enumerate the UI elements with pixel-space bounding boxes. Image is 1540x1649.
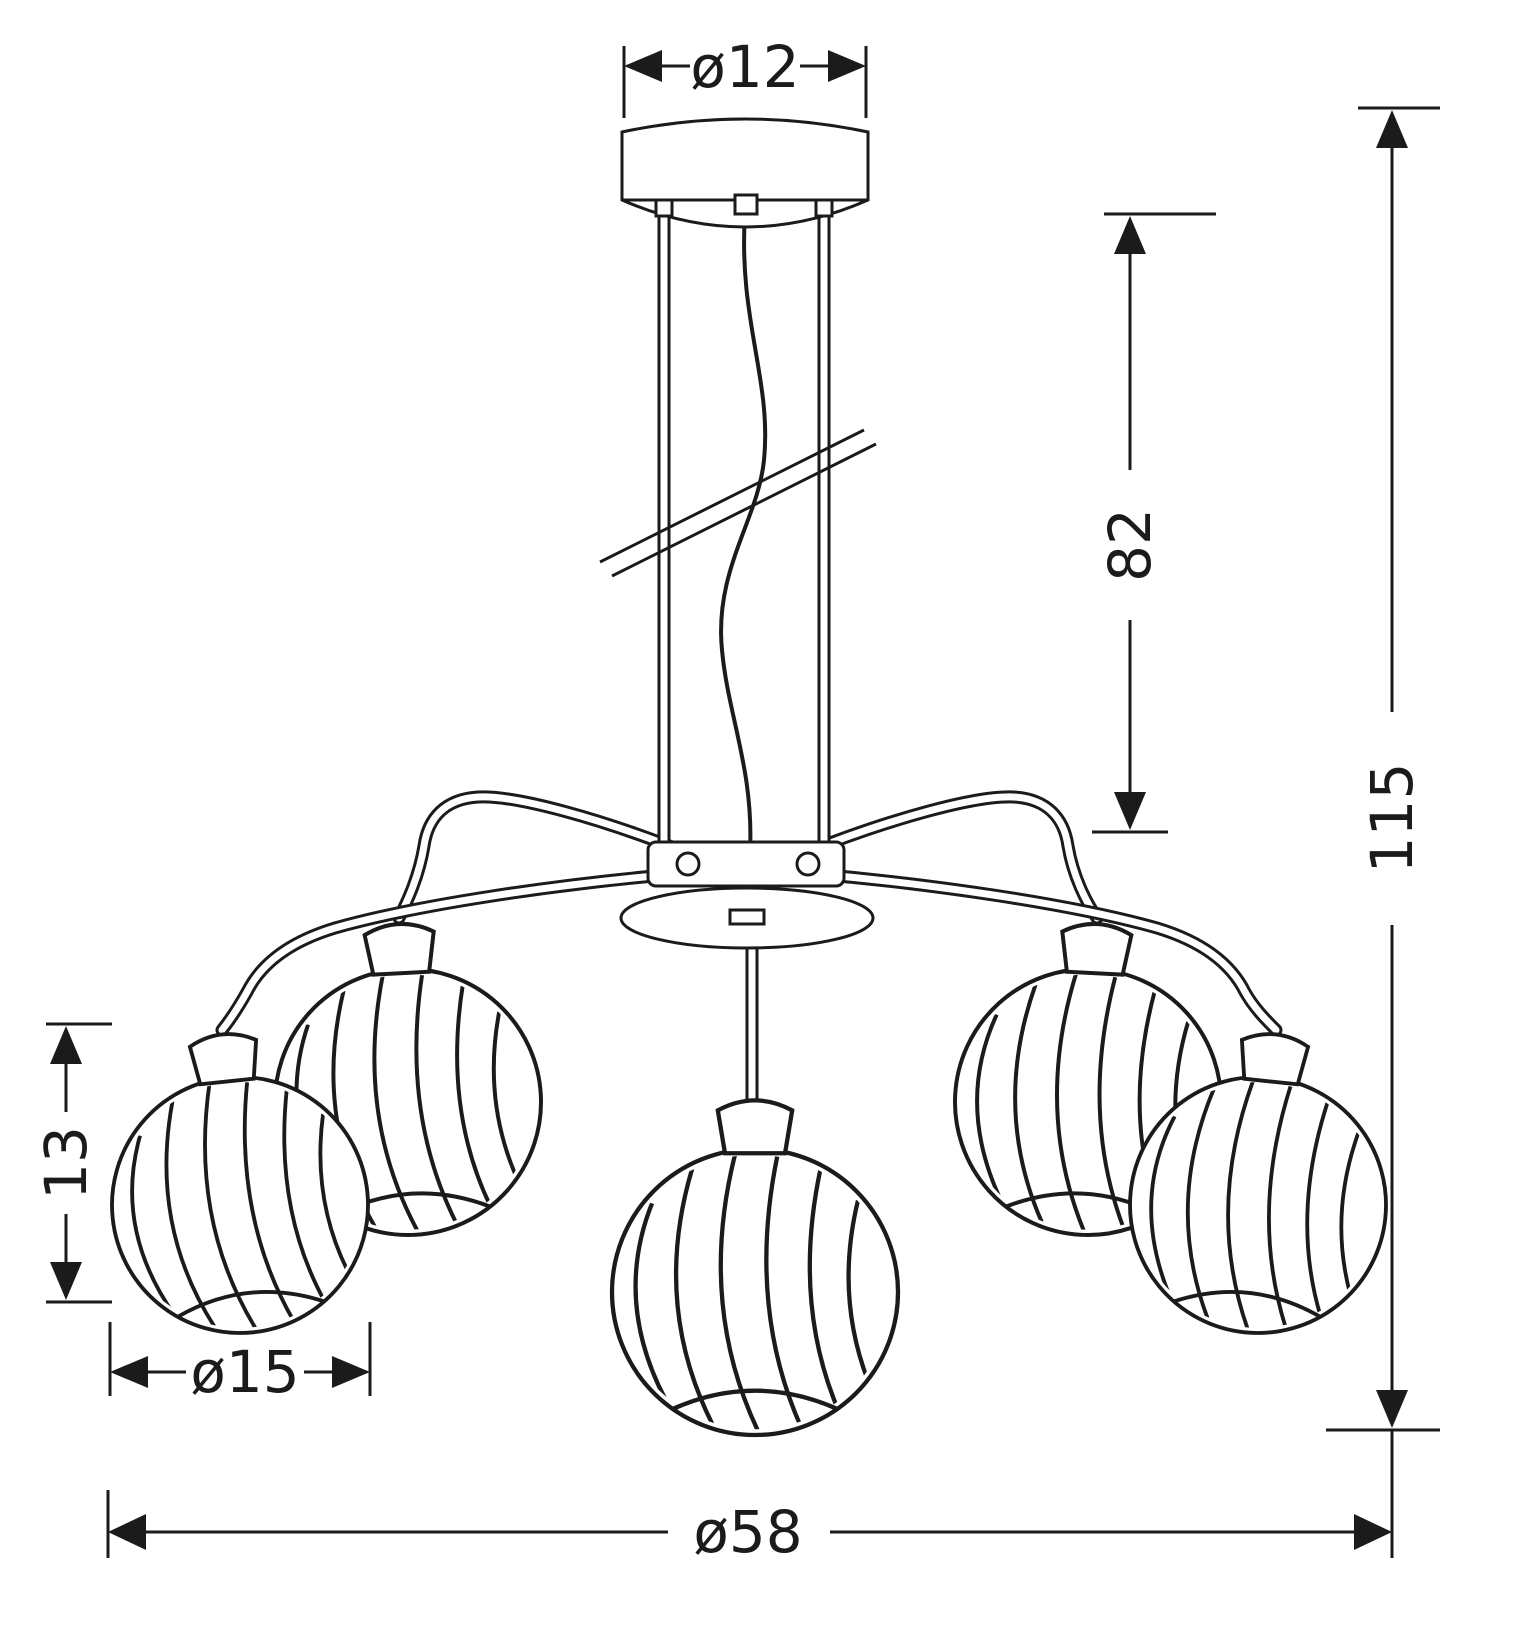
hub-body xyxy=(619,840,875,950)
dimension-suspension-height: 82 xyxy=(1092,212,1216,834)
break-mark xyxy=(599,428,877,578)
arm-left-upper xyxy=(392,790,697,925)
canopy-connector-center xyxy=(733,193,759,216)
canopy-connector-right xyxy=(814,198,834,218)
fixture-diameter-label: ø58 xyxy=(693,1498,802,1566)
shade-center xyxy=(612,1100,898,1435)
shade-height-label: 13 xyxy=(32,1126,100,1200)
shade-diameter-label: ø15 xyxy=(190,1338,299,1406)
ceiling-canopy xyxy=(620,117,870,229)
dimension-canopy-diameter: ø12 xyxy=(622,33,868,118)
arm-joint-left xyxy=(675,851,701,877)
canopy-connector-left xyxy=(654,198,674,218)
dimension-total-height: 115 xyxy=(1326,106,1440,1432)
canopy-diameter-label: ø12 xyxy=(690,33,799,101)
arm-joint-right xyxy=(795,851,821,877)
arm-right-lower xyxy=(809,867,1283,1037)
total-height-label: 115 xyxy=(1358,763,1426,874)
hub-slot xyxy=(728,908,766,926)
suspension-height-label: 82 xyxy=(1096,508,1164,582)
dimension-fixture-diameter: ø58 xyxy=(106,1430,1394,1566)
dimension-shade-height: 13 xyxy=(32,1022,112,1304)
dimension-shade-diameter: ø15 xyxy=(108,1322,372,1406)
power-cable xyxy=(719,213,768,853)
arm-left-lower xyxy=(215,867,683,1037)
arm-right-upper xyxy=(795,790,1104,925)
